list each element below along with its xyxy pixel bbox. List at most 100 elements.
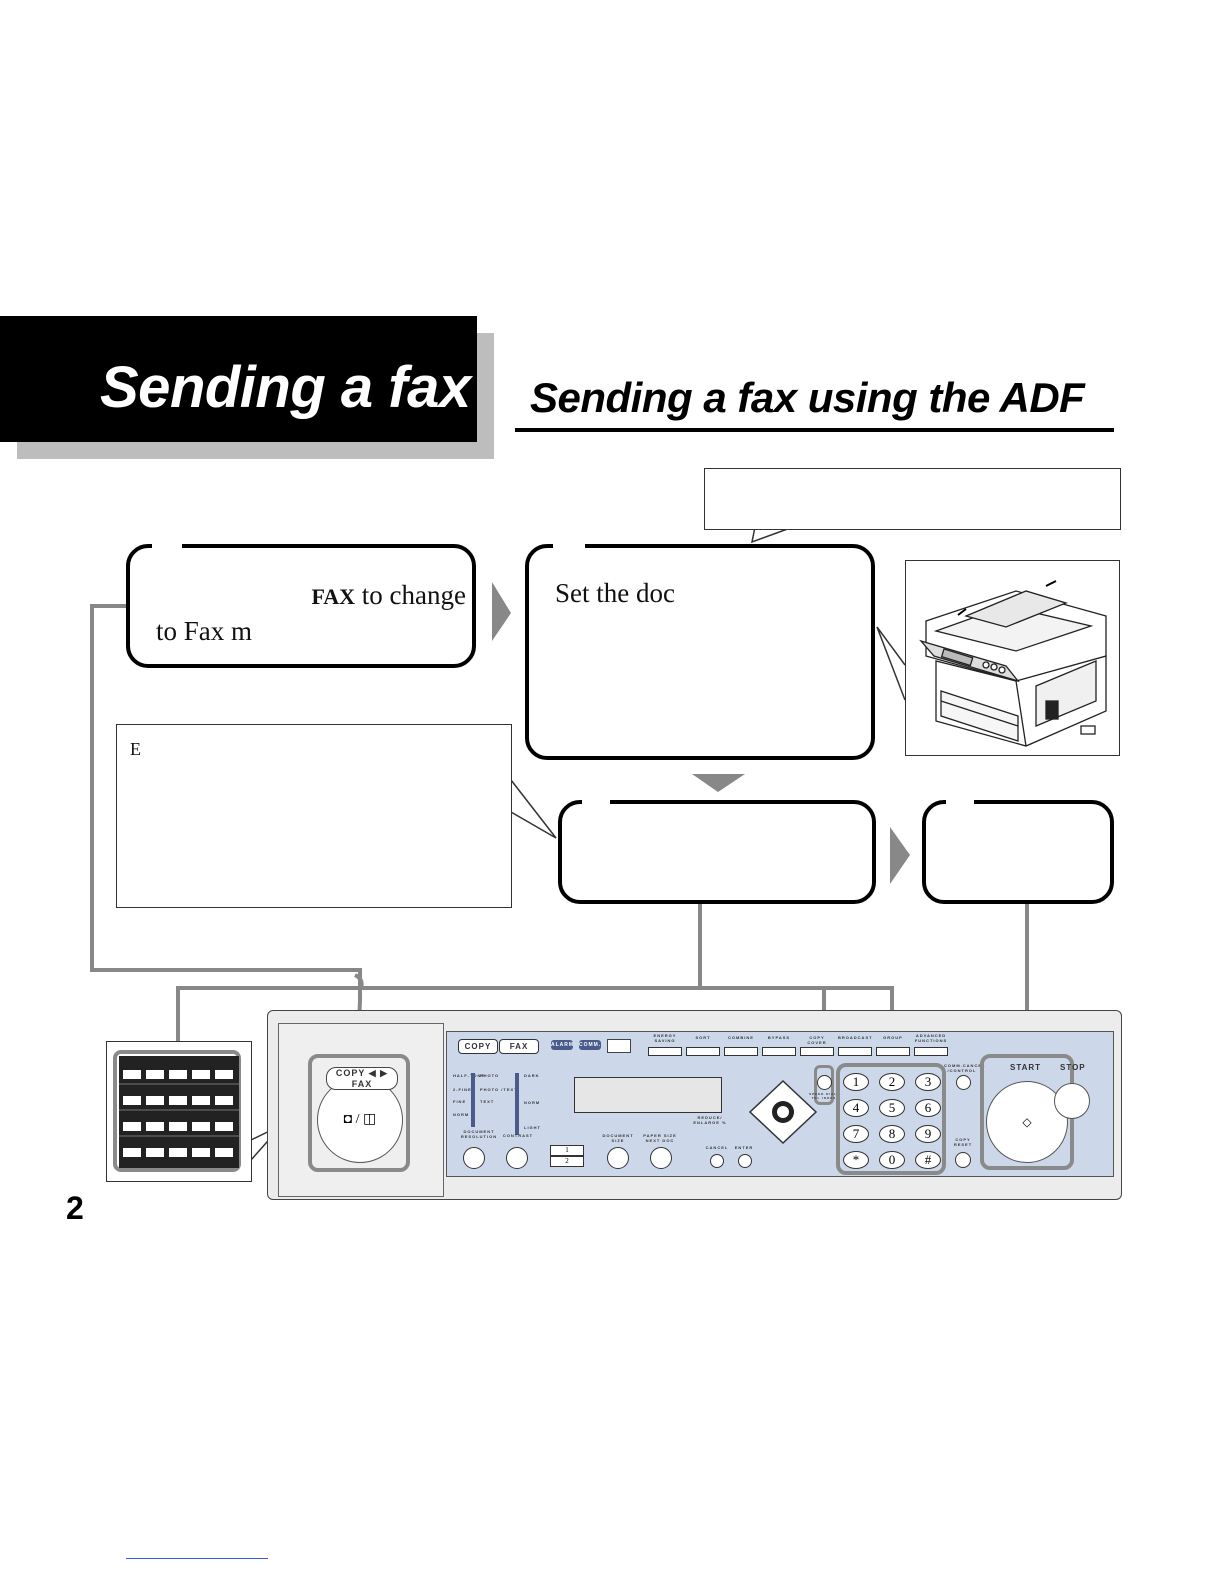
printer-image-frame xyxy=(905,560,1120,756)
arrow-right-icon xyxy=(890,827,910,884)
copy-mode-button[interactable]: COPY xyxy=(458,1039,498,1054)
arrow-down-icon xyxy=(692,774,745,792)
contrast-led-bar xyxy=(515,1073,519,1135)
fax-mode-button[interactable]: FAX xyxy=(499,1039,539,1054)
step-1-text: FAX to change to Fax m xyxy=(156,578,466,648)
copy-fax-dial-label: COPY ◀ ▶ FAX xyxy=(326,1067,398,1090)
comm-cancel-button[interactable] xyxy=(956,1075,971,1090)
resolution-led-bar xyxy=(471,1073,475,1127)
label-fine: FINE xyxy=(453,1099,467,1104)
function-keys: ENERGY SAVING SORT COMBINE BYPASS COPY C… xyxy=(648,1033,948,1059)
copy-reset-button[interactable] xyxy=(955,1152,971,1168)
key-4[interactable]: 4 xyxy=(843,1099,869,1117)
comm-indicator: COMM. xyxy=(579,1040,602,1050)
key-7[interactable]: 7 xyxy=(843,1125,869,1143)
numeric-keypad: 1 2 3 4 5 6 7 8 9 * 0 # xyxy=(843,1069,941,1171)
label-contrast-norm: NORM xyxy=(524,1100,541,1105)
control-panel: ◘ / ◫ COPY ◀ ▶ FAX COPY FAX ALARM COMM. … xyxy=(267,1010,1122,1200)
enter-button[interactable] xyxy=(738,1154,752,1168)
label-photo: PHOTO xyxy=(480,1073,500,1078)
step-4-box xyxy=(922,800,1114,904)
subtitle-rule xyxy=(515,428,1114,432)
label-light: LIGHT xyxy=(524,1125,541,1130)
keypad-highlight xyxy=(836,1063,946,1175)
key-3[interactable]: 3 xyxy=(915,1073,941,1091)
label-doc-size: DOCUMENT SIZE xyxy=(602,1133,634,1143)
section-title: Sending a fax xyxy=(100,355,471,420)
key-5[interactable]: 5 xyxy=(879,1099,905,1117)
label-halftone: HALF-TONE xyxy=(453,1073,486,1078)
cancel-button[interactable] xyxy=(710,1154,724,1168)
energy-saving-button[interactable] xyxy=(648,1047,682,1056)
footer-link-underline[interactable] xyxy=(126,1558,268,1559)
lcd-display xyxy=(574,1077,722,1113)
note-text: E xyxy=(130,739,141,759)
key-0[interactable]: 0 xyxy=(879,1151,905,1169)
fn-label-group: GROUP xyxy=(883,1035,903,1040)
one-touch-keys xyxy=(119,1056,239,1168)
label-doc-resolution: DOCUMENT RESOLUTION xyxy=(460,1129,498,1139)
fn-label-sort: SORT xyxy=(695,1035,711,1040)
label-norm: NORM xyxy=(453,1112,470,1117)
paper-size-button[interactable] xyxy=(650,1147,672,1169)
fax-machine-icon xyxy=(919,580,1107,747)
document-resolution-button[interactable] xyxy=(463,1147,485,1169)
label-photo-text: PHOTO /TEXT xyxy=(480,1087,518,1092)
callout-box xyxy=(704,468,1121,530)
page-number: 2 xyxy=(66,1190,84,1226)
step-2-text: Set the doc xyxy=(555,578,675,608)
label-contrast: CONTRAST xyxy=(502,1133,534,1138)
key-hash[interactable]: # xyxy=(915,1151,941,1169)
sort-button[interactable] xyxy=(686,1047,720,1056)
key-2[interactable]: 2 xyxy=(879,1073,905,1091)
key-1[interactable]: 1 xyxy=(843,1073,869,1091)
fn-label-energy: ENERGY SAVING xyxy=(653,1033,677,1043)
speed-dial-button[interactable] xyxy=(817,1075,832,1090)
copy-fax-highlight xyxy=(308,1054,410,1172)
copy-fax-button[interactable]: ◘ / ◫ xyxy=(317,1077,403,1163)
key-star[interactable]: * xyxy=(843,1151,869,1169)
label-enter: ENTER xyxy=(734,1145,754,1150)
copy-cover-button[interactable] xyxy=(800,1047,834,1056)
tray-1[interactable]: 1 xyxy=(550,1145,584,1156)
label-paper-size: PAPER SIZE NEXT DOC xyxy=(643,1133,677,1143)
step-2-box: Set the doc xyxy=(525,544,875,760)
navigation-pad-icon[interactable] xyxy=(748,1079,818,1145)
broadcast-button[interactable] xyxy=(838,1047,872,1056)
label-speed-dial: SPEED DIAL/ TEL INDEX xyxy=(809,1092,839,1100)
label-comm-cancel: COMM.CANCEL /CONTROL xyxy=(944,1063,986,1073)
fax-bold-label: FAX xyxy=(311,584,356,609)
arrow-right-icon xyxy=(492,582,511,641)
fn-label-advanced: ADVANCED FUNCTIONS xyxy=(914,1033,948,1043)
step-1-box: FAX to change to Fax m xyxy=(126,544,476,668)
note-box xyxy=(116,724,512,908)
key-6[interactable]: 6 xyxy=(915,1099,941,1117)
label-text: TEXT xyxy=(480,1099,495,1104)
fn-label-combine: COMBINE xyxy=(728,1035,754,1040)
bypass-button[interactable] xyxy=(762,1047,796,1056)
one-touch-panel-frame xyxy=(106,1041,252,1182)
document-size-button[interactable] xyxy=(607,1147,629,1169)
label-2fine: 2-FINE xyxy=(453,1087,472,1092)
stop-button[interactable] xyxy=(1054,1083,1090,1119)
key-8[interactable]: 8 xyxy=(879,1125,905,1143)
label-reduce-enlarge: REDUCE/ ENLARGE % xyxy=(693,1115,727,1125)
alarm-indicator: ALARM xyxy=(551,1040,575,1050)
label-cancel: CANCEL xyxy=(705,1145,729,1150)
tray-2[interactable]: 2 xyxy=(550,1156,584,1167)
section-title-block xyxy=(0,316,477,442)
combine-button[interactable] xyxy=(724,1047,758,1056)
advanced-functions-button[interactable] xyxy=(914,1047,948,1056)
page-subtitle: Sending a fax using the ADF xyxy=(530,374,1085,421)
stop-label: STOP xyxy=(1060,1063,1086,1072)
speed-dial-highlight xyxy=(814,1065,834,1105)
key-9[interactable]: 9 xyxy=(915,1125,941,1143)
start-label: START xyxy=(1010,1063,1042,1072)
label-dark: DARK xyxy=(524,1073,540,1078)
step-1-line2: to Fax m xyxy=(156,616,253,646)
fn-label-bypass: BYPASS xyxy=(767,1035,791,1040)
contrast-button[interactable] xyxy=(506,1147,528,1169)
step-3-box xyxy=(558,800,876,904)
one-touch-highlight xyxy=(113,1050,241,1172)
group-button[interactable] xyxy=(876,1047,910,1056)
